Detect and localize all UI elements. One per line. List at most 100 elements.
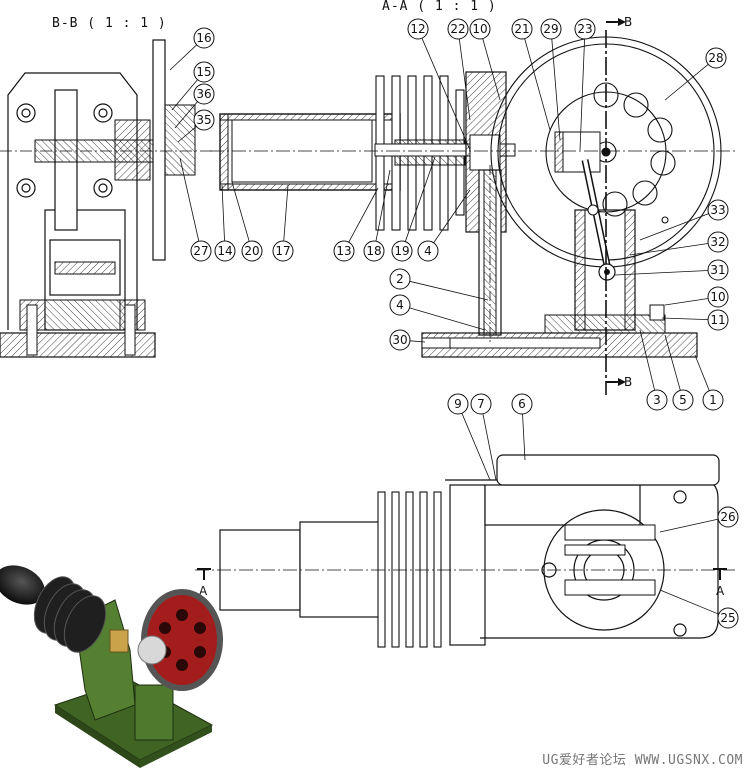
balloon-label: 20 bbox=[244, 244, 259, 258]
section-aa-view: A-A ( 1 : 1 ) bbox=[210, 0, 735, 395]
balloon-4: 4 bbox=[417, 189, 471, 262]
bolt-hole-icon bbox=[93, 178, 113, 198]
balloon-25: 25 bbox=[659, 589, 739, 629]
balloon-label: 23 bbox=[577, 22, 592, 36]
cut-mark-b-bottom: B bbox=[624, 375, 632, 389]
balloon-10: 10 bbox=[664, 286, 729, 308]
balloon-32: 32 bbox=[629, 231, 729, 256]
balloon-label: 35 bbox=[196, 113, 211, 127]
balloon-label: 3 bbox=[653, 393, 661, 407]
balloon-31: 31 bbox=[614, 259, 729, 281]
piston-bb bbox=[49, 239, 121, 296]
balloon-16: 16 bbox=[169, 27, 215, 71]
support-foot-aa bbox=[544, 314, 666, 334]
balloon-23: 23 bbox=[574, 18, 596, 151]
balloon-5: 5 bbox=[664, 334, 694, 411]
balloon-6: 6 bbox=[511, 393, 533, 461]
balloon-18: 18 bbox=[363, 169, 391, 262]
top-view: A A bbox=[195, 454, 735, 648]
frame-top-view bbox=[449, 484, 486, 646]
render-cylinder bbox=[0, 565, 45, 605]
balloon-26: 26 bbox=[659, 506, 739, 533]
balloon-7: 7 bbox=[470, 393, 497, 481]
balloon-label: 13 bbox=[336, 244, 351, 258]
balloon-label: 12 bbox=[410, 22, 425, 36]
balloon-14: 14 bbox=[214, 184, 236, 262]
cut-mark-a-left: A bbox=[199, 584, 208, 598]
balloon-3: 3 bbox=[639, 329, 668, 411]
balloon-35: 35 bbox=[177, 109, 215, 143]
column-foot-bb bbox=[44, 299, 126, 331]
balloon-label: 21 bbox=[514, 22, 529, 36]
balloon-label: 2 bbox=[396, 272, 404, 286]
balloon-label: 29 bbox=[543, 22, 558, 36]
cylinder-wall-top bbox=[219, 113, 401, 121]
render-column bbox=[134, 684, 174, 741]
balloon-label: 4 bbox=[424, 244, 432, 258]
balloon-33: 33 bbox=[639, 199, 729, 241]
pin-bb bbox=[54, 261, 116, 275]
render-fins bbox=[33, 576, 107, 653]
balloon-label: 11 bbox=[710, 313, 725, 327]
balloon-label: 30 bbox=[392, 333, 407, 347]
balloon-20: 20 bbox=[231, 181, 263, 262]
balloon-10: 10 bbox=[469, 18, 501, 101]
balloon-label: 19 bbox=[394, 244, 409, 258]
balloon-17: 17 bbox=[272, 184, 294, 262]
balloon-label: 32 bbox=[710, 235, 725, 249]
balloon-label: 1 bbox=[709, 393, 717, 407]
flywheel-edge-bb bbox=[152, 39, 166, 261]
watermark: UG爱好者论坛 WWW.UGSNX.COM bbox=[542, 753, 743, 768]
cut-mark-b-top: B bbox=[624, 15, 632, 29]
section-bb-title: B-B ( 1 : 1 ) bbox=[52, 16, 167, 31]
balloon-28: 28 bbox=[664, 47, 727, 101]
fins-top-view bbox=[377, 491, 442, 648]
balloon-label: 9 bbox=[454, 397, 462, 411]
bolt-left-bb bbox=[26, 304, 38, 356]
balloon-1: 1 bbox=[694, 354, 724, 411]
balloon-label: 6 bbox=[518, 397, 526, 411]
cylinder-wall-bottom bbox=[219, 183, 401, 191]
balloon-22: 22 bbox=[447, 18, 471, 121]
balloon-27: 27 bbox=[179, 157, 212, 262]
displacer-cylinder bbox=[219, 113, 401, 191]
balloon-label: 33 bbox=[710, 203, 725, 217]
balloon-36: 36 bbox=[174, 83, 215, 129]
render-crank-disc bbox=[137, 635, 167, 665]
balloon-29: 29 bbox=[540, 18, 562, 141]
balloon-30: 30 bbox=[389, 329, 426, 351]
balloon-13: 13 bbox=[333, 187, 379, 262]
isometric-render bbox=[0, 565, 223, 768]
balloon-21: 21 bbox=[511, 18, 551, 131]
balloon-label: 14 bbox=[217, 244, 232, 258]
nut-10 bbox=[649, 304, 665, 321]
balloon-11: 11 bbox=[661, 309, 729, 331]
cut-mark-a-right: A bbox=[716, 584, 725, 598]
balloon-label: 27 bbox=[193, 244, 208, 258]
balloon-label: 7 bbox=[477, 397, 485, 411]
balloon-label: 15 bbox=[196, 65, 211, 79]
balloon-label: 25 bbox=[720, 611, 735, 625]
balloon-19: 19 bbox=[391, 156, 436, 262]
bolt-hole-icon bbox=[93, 103, 113, 123]
plug-30 bbox=[421, 337, 451, 349]
balloon-4: 4 bbox=[389, 294, 486, 331]
balloon-label: 28 bbox=[708, 51, 723, 65]
balloon-label: 18 bbox=[366, 244, 381, 258]
balloon-label: 16 bbox=[196, 31, 211, 45]
bolt-hole-icon bbox=[16, 178, 36, 198]
cylinder-end-cap bbox=[219, 113, 229, 191]
flywheel-top-view bbox=[496, 454, 720, 486]
render-brass-hub bbox=[109, 629, 129, 653]
bearing-bb bbox=[114, 119, 151, 181]
balloon-label: 17 bbox=[275, 244, 290, 258]
fuel-channel bbox=[449, 337, 601, 349]
balloon-label: 26 bbox=[720, 510, 735, 524]
bearing-bore-aa bbox=[469, 134, 501, 171]
balloon-label: 10 bbox=[472, 22, 487, 36]
bolt-right-bb bbox=[124, 304, 136, 356]
balloon-2: 2 bbox=[389, 268, 489, 301]
balloon-label: 10 bbox=[710, 290, 725, 304]
balloon-12: 12 bbox=[407, 18, 471, 151]
